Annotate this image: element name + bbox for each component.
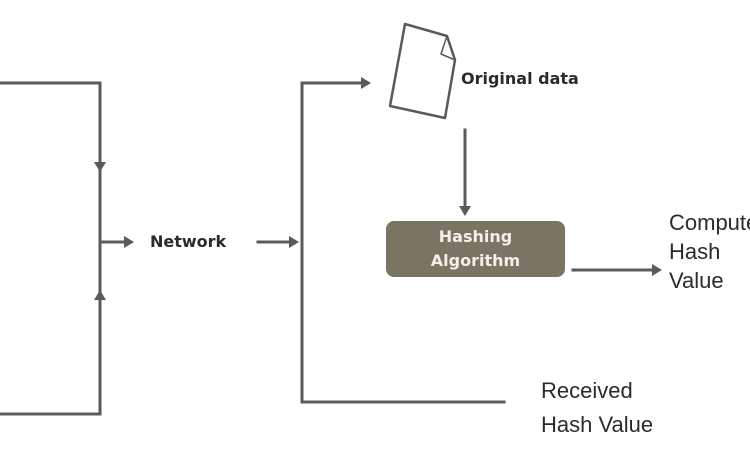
original-data-label: Original data — [461, 69, 579, 88]
network-label: Network — [150, 232, 227, 251]
hashing-algorithm-line2: Algorithm — [430, 251, 521, 270]
received-hash-value-label: Received Hash Value — [541, 374, 653, 442]
computed-hash-line3: Value — [669, 268, 724, 293]
received-hash-line2: Hash Value — [541, 412, 654, 437]
left-bracket-line — [0, 81, 102, 416]
left-bracket-up-arrowhead — [94, 290, 106, 300]
network-out-arrowhead — [289, 236, 299, 248]
hashing-algorithm-line1: Hashing — [438, 227, 513, 246]
network-in-arrowhead — [124, 236, 134, 248]
to-computed-arrowhead — [652, 264, 662, 276]
left-bracket-down-arrowhead — [94, 162, 106, 172]
right-bracket-line — [300, 81, 506, 404]
to-original-data-arrowhead — [361, 77, 371, 89]
computed-hash-line1: Computed — [669, 210, 750, 235]
computed-hash-line2: Hash — [669, 239, 721, 264]
to-hashing-arrowhead — [459, 206, 471, 216]
received-hash-line1: Received — [541, 378, 633, 403]
hashing-algorithm-box: Hashing Algorithm — [386, 221, 565, 277]
computed-hash-value-label: Computed Hash Value — [669, 208, 750, 295]
document-icon — [388, 22, 457, 120]
